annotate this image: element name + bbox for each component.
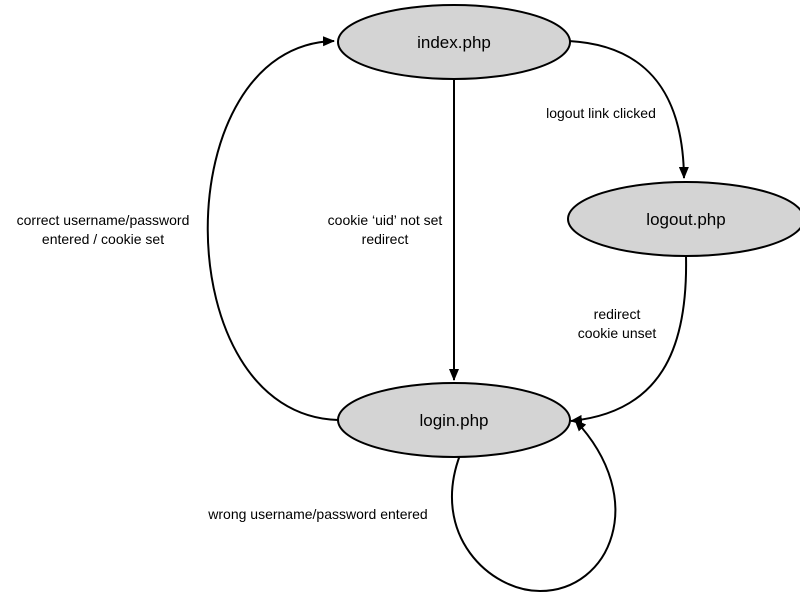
edge-label-logout-link-clicked: logout link clicked <box>546 105 656 121</box>
node-label-login: login.php <box>419 411 488 430</box>
edge-label-wrong-credentials: wrong username/password entered <box>207 506 427 522</box>
edge-label-cookie-unset: cookie unset <box>578 325 657 341</box>
edge-path-index-to-logout <box>568 40 689 179</box>
edge-path-login-to-index <box>206 36 339 421</box>
node-label-index: index.php <box>417 33 491 52</box>
node-shape-login <box>337 382 571 458</box>
edge-label-cookie-uid-not-set: cookie ‘uid’ not set <box>328 212 443 228</box>
node-shape-index <box>337 4 571 80</box>
edge-label-redirect-from-logout: redirect <box>594 306 641 322</box>
edge-label-cookie-set: entered / cookie set <box>42 231 164 247</box>
node-shape-logout <box>567 181 800 257</box>
edge-login-self-loop <box>451 419 617 593</box>
edge-label-redirect-from-index: redirect <box>362 231 409 247</box>
edge-login-to-index <box>206 36 339 421</box>
node-label-logout: logout.php <box>646 210 725 229</box>
edge-path-login-self-loop <box>451 419 617 593</box>
node-index-php: index.php <box>337 4 571 80</box>
edge-label-correct-credentials: correct username/password <box>17 212 190 228</box>
edge-index-to-logout <box>568 40 689 179</box>
node-login-php: login.php <box>337 382 571 458</box>
edge-logout-to-login <box>570 255 688 425</box>
node-logout-php: logout.php <box>567 181 800 257</box>
edge-path-logout-to-login <box>570 255 688 425</box>
